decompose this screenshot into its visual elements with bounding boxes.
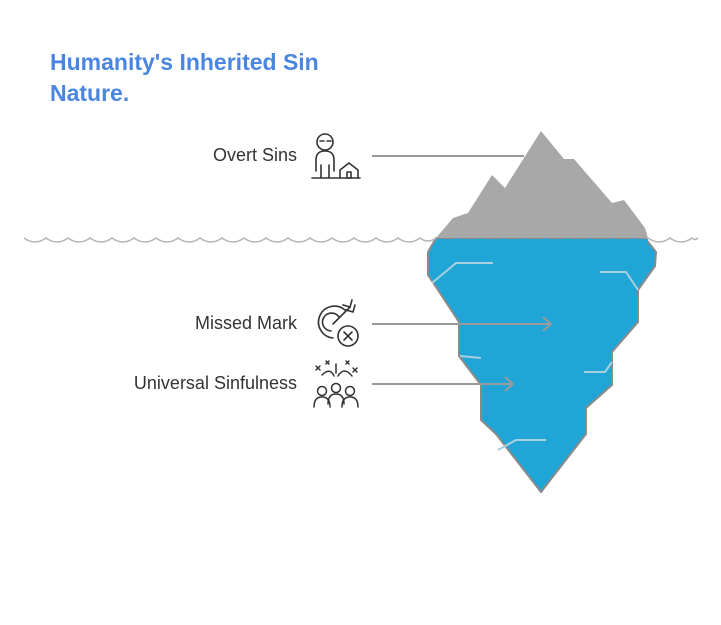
connector-universal-sinfulness-arrowhead xyxy=(504,376,515,392)
iceberg-underwater-body xyxy=(427,237,657,493)
connector-missed-mark-arrowhead xyxy=(542,316,553,332)
connector-lines xyxy=(372,155,553,392)
title-line-2: Nature. xyxy=(50,80,130,106)
water-line-left xyxy=(23,237,437,243)
target-miss-icon xyxy=(317,299,359,347)
iceberg-crack-lines xyxy=(431,262,639,451)
crowd-burst-icon xyxy=(313,360,359,408)
diagram-title: Humanity's Inherited Sin Nature. xyxy=(50,47,370,109)
label-overt-sins: Overt Sins xyxy=(212,145,297,165)
label-missed-mark: Missed Mark xyxy=(194,313,297,333)
iceberg-waterline xyxy=(436,238,648,248)
iceberg-tip xyxy=(436,131,648,238)
title-line-1: Humanity's Inherited Sin xyxy=(50,49,319,75)
water-line-right xyxy=(647,237,699,243)
person-house-icon xyxy=(311,133,361,179)
label-universal-sinfulness: Universal Sinfulness xyxy=(133,373,297,393)
